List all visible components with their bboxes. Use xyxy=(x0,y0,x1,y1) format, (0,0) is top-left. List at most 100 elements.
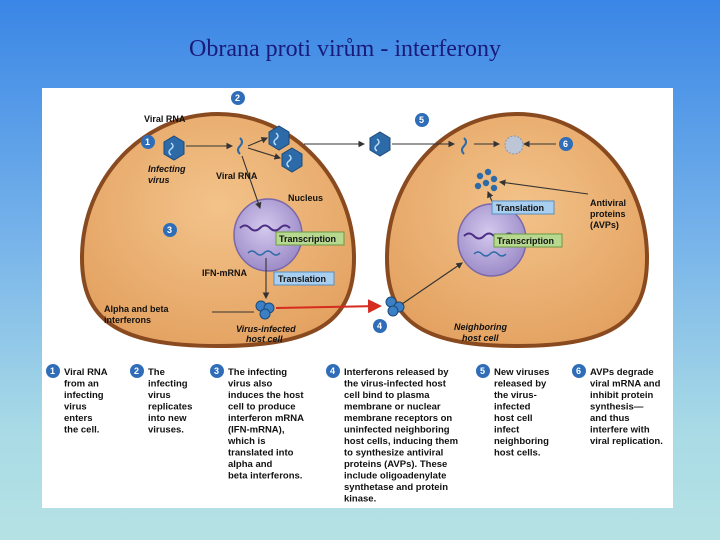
caption-line: host cell xyxy=(494,413,533,424)
caption-line: infected xyxy=(494,402,531,413)
transcription-label-left: Transcription xyxy=(279,234,336,244)
caption-line: virus xyxy=(148,390,171,401)
svg-text:4: 4 xyxy=(377,321,382,331)
caption-line: AVPs degrade xyxy=(590,367,654,378)
caption-line: synthetase and protein xyxy=(344,482,448,493)
label-antiviral-3: (AVPs) xyxy=(590,220,619,230)
label-infected-2: host cell xyxy=(246,334,283,344)
caption-line: The xyxy=(148,367,165,378)
diagram-panel: Transcription Translation Translation Tr… xyxy=(42,88,673,508)
transcription-box-left xyxy=(275,231,345,246)
caption-number-5: 5 xyxy=(480,366,485,376)
caption-number-circle-4 xyxy=(326,364,340,378)
label-ifn-mrna: IFN-mRNA xyxy=(202,268,247,278)
transcription-box-right xyxy=(493,233,563,248)
caption-line: host cells, inducing them xyxy=(344,436,458,447)
translation-box-left xyxy=(273,271,335,286)
label-infected-1: Virus-infected xyxy=(236,324,296,334)
label-infecting-2: virus xyxy=(148,175,170,185)
caption-line: infect xyxy=(494,425,520,436)
caption-line: Interferons released by xyxy=(344,367,449,378)
caption-number-circle-6 xyxy=(572,364,586,378)
step-number-4: 4 xyxy=(373,319,387,333)
inhibited-virus-icon xyxy=(504,135,524,155)
label-infecting-1: Infecting xyxy=(148,164,186,174)
caption-line: viral replication. xyxy=(590,436,663,447)
caption-line: the cell. xyxy=(64,425,99,436)
caption-line: virus also xyxy=(228,379,273,390)
caption-line: induces the host xyxy=(228,390,304,401)
caption-line: (IFN-mRNA), xyxy=(228,425,284,436)
caption-line: membrane receptors on xyxy=(344,413,452,424)
caption-line: proteins (AVPs). These xyxy=(344,459,447,470)
new-virus-icon xyxy=(369,131,391,157)
svg-text:3: 3 xyxy=(167,225,172,235)
caption-number-4: 4 xyxy=(330,366,335,376)
caption-line: released by xyxy=(494,379,547,390)
caption-line: inhibit protein xyxy=(590,390,654,401)
label-neighbor-2: host cell xyxy=(462,333,499,343)
label-neighbor-1: Neighboring xyxy=(454,322,507,332)
caption-number-2: 2 xyxy=(134,366,139,376)
caption-line: infecting xyxy=(64,390,104,401)
step-number-6: 6 xyxy=(559,137,573,151)
caption-line: viral mRNA and xyxy=(590,379,661,390)
caption-line: to synthesize antiviral xyxy=(344,448,443,459)
translation-label-right: Translation xyxy=(496,203,544,213)
mrna-strand-left xyxy=(247,250,281,256)
caption-line: alpha and xyxy=(228,459,273,470)
svg-text:5: 5 xyxy=(419,115,424,125)
translation-box-right xyxy=(491,200,555,215)
label-alpha-beta-1: Alpha and beta xyxy=(104,304,170,314)
caption-line: membrane or nuclear xyxy=(344,402,441,413)
svg-text:2: 2 xyxy=(235,93,240,103)
caption-line: Viral RNA xyxy=(64,367,108,378)
label-viral-rna-cell: Viral RNA xyxy=(216,171,258,181)
svg-text:6: 6 xyxy=(563,139,568,149)
caption-line: synthesis— xyxy=(590,402,644,413)
caption-line: neighboring xyxy=(494,436,549,447)
viral-rna-icon xyxy=(237,137,243,155)
interferon-signal-arrow xyxy=(275,299,382,314)
caption-number-circle-5 xyxy=(476,364,490,378)
caption-line: virus xyxy=(64,402,87,413)
translation-label-left: Translation xyxy=(278,274,326,284)
flow-arrows xyxy=(186,137,589,313)
caption-number-1: 1 xyxy=(50,366,55,376)
caption-number-circle-2 xyxy=(130,364,144,378)
label-antiviral-2: proteins xyxy=(590,209,626,219)
mrna-strand-right xyxy=(473,251,507,257)
step-number-5: 5 xyxy=(415,113,429,127)
interferon-diagram: Transcription Translation Translation Tr… xyxy=(46,91,663,505)
label-nucleus: Nucleus xyxy=(288,193,323,203)
svg-text:1: 1 xyxy=(145,137,150,147)
interferon-bound-icon xyxy=(385,296,405,317)
caption-line: infecting xyxy=(148,379,188,390)
caption-line: host cells. xyxy=(494,448,540,459)
avp-proteins-icon xyxy=(474,168,498,192)
caption-number-3: 3 xyxy=(214,366,219,376)
caption-line: from an xyxy=(64,379,99,390)
caption-line: and thus xyxy=(590,413,630,424)
caption-line: the virus- xyxy=(494,390,537,401)
label-antiviral-1: Antiviral xyxy=(590,198,626,208)
step-number-3: 3 xyxy=(163,223,177,237)
caption-line: uninfected neighboring xyxy=(344,425,450,436)
caption-line: kinase. xyxy=(344,494,376,505)
caption-line: beta interferons. xyxy=(228,471,302,482)
caption-number-circle-1 xyxy=(46,364,60,378)
degraded-viral-rna-icon xyxy=(461,137,467,155)
caption-line: translated into xyxy=(228,448,294,459)
transcription-label-right: Transcription xyxy=(497,236,554,246)
infected-host-cell xyxy=(79,111,357,349)
step-number-1: 1 xyxy=(141,135,155,149)
replicated-virus-icon-2 xyxy=(281,147,303,173)
caption-line: interfere with xyxy=(590,425,650,436)
caption-line: cell to produce xyxy=(228,402,296,413)
caption-number-circle-3 xyxy=(210,364,224,378)
